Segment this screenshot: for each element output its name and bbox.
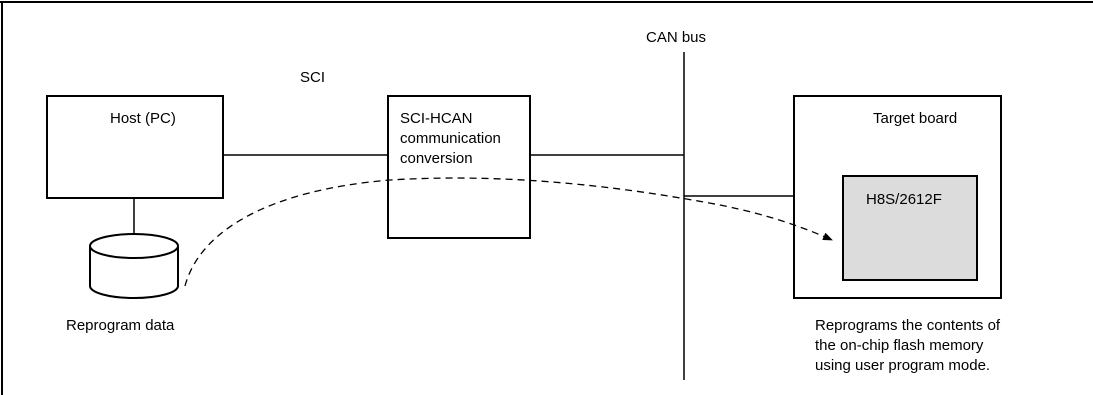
converter-label-line1: SCI-HCAN [400, 110, 473, 127]
note-line1: Reprograms the contents of [815, 317, 1001, 334]
note-line2: the on-chip flash memory [815, 337, 984, 354]
converter-box [387, 95, 531, 239]
chip-label: H8S/2612F [866, 191, 942, 208]
converter-label-line3: conversion [400, 150, 473, 167]
host-box [46, 95, 224, 199]
note-line3: using user program mode. [815, 357, 990, 374]
database-icon [89, 233, 179, 299]
can-bus-label: CAN bus [646, 29, 706, 46]
target-board-label: Target board [873, 110, 957, 127]
chip-box [842, 175, 978, 281]
data-flow-arrow [184, 177, 833, 287]
reprogram-data-label: Reprogram data [66, 317, 175, 334]
sci-label: SCI [300, 69, 325, 86]
converter-label-line2: communication [400, 130, 501, 147]
host-label: Host (PC) [110, 110, 176, 127]
